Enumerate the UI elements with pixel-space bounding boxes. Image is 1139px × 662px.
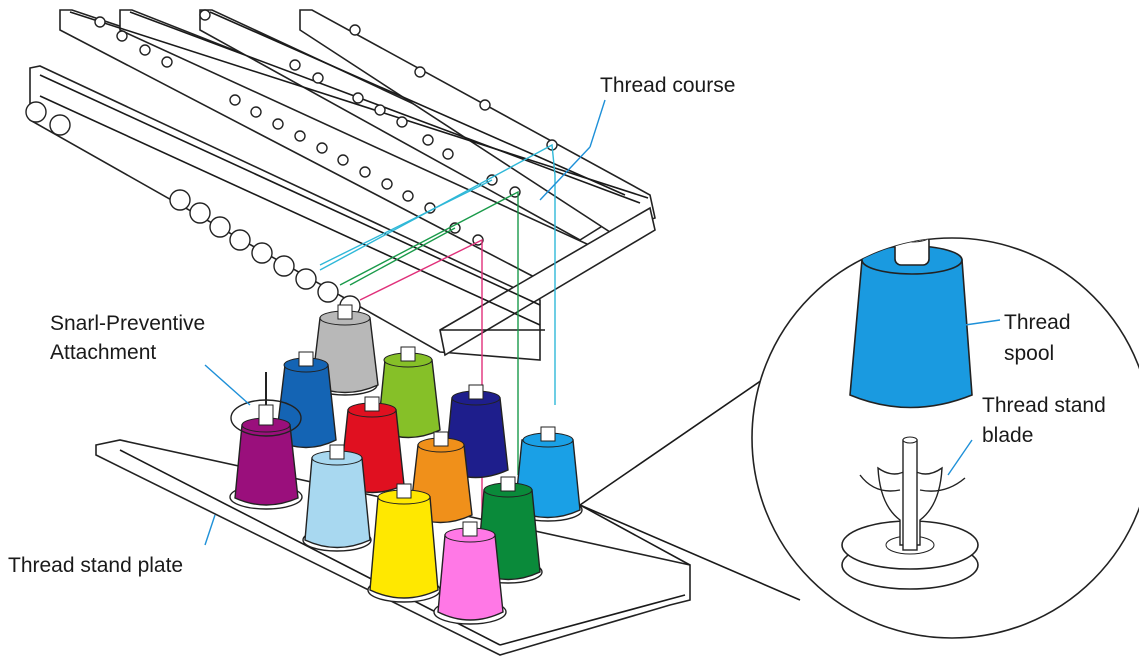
label-thread-course: Thread course xyxy=(600,74,735,97)
thread-course-rails xyxy=(29,9,656,361)
snarl-preventive-ring xyxy=(230,399,302,437)
detail-callout xyxy=(579,237,1139,639)
label-thread-spool-line2: spool xyxy=(1004,342,1054,365)
label-snarl-preventive-line1: Snarl-Preventive xyxy=(50,312,205,335)
leader-lines xyxy=(204,99,1001,546)
spool-yellow xyxy=(367,483,441,603)
label-thread-spool-line1: Thread xyxy=(1004,311,1071,334)
label-snarl-preventive-line2: Attachment xyxy=(50,341,156,364)
spool-light-blue xyxy=(302,444,372,552)
detail-thread-spool xyxy=(849,238,973,409)
label-thread-stand-blade-line1: Thread stand xyxy=(982,394,1106,417)
detail-thread-stand-blade xyxy=(841,436,979,590)
spools xyxy=(229,304,583,625)
label-thread-stand-plate: Thread stand plate xyxy=(8,554,183,577)
spool-pink xyxy=(433,521,507,625)
label-thread-stand-blade-line2: blade xyxy=(982,424,1033,447)
spool-purple xyxy=(229,372,303,510)
